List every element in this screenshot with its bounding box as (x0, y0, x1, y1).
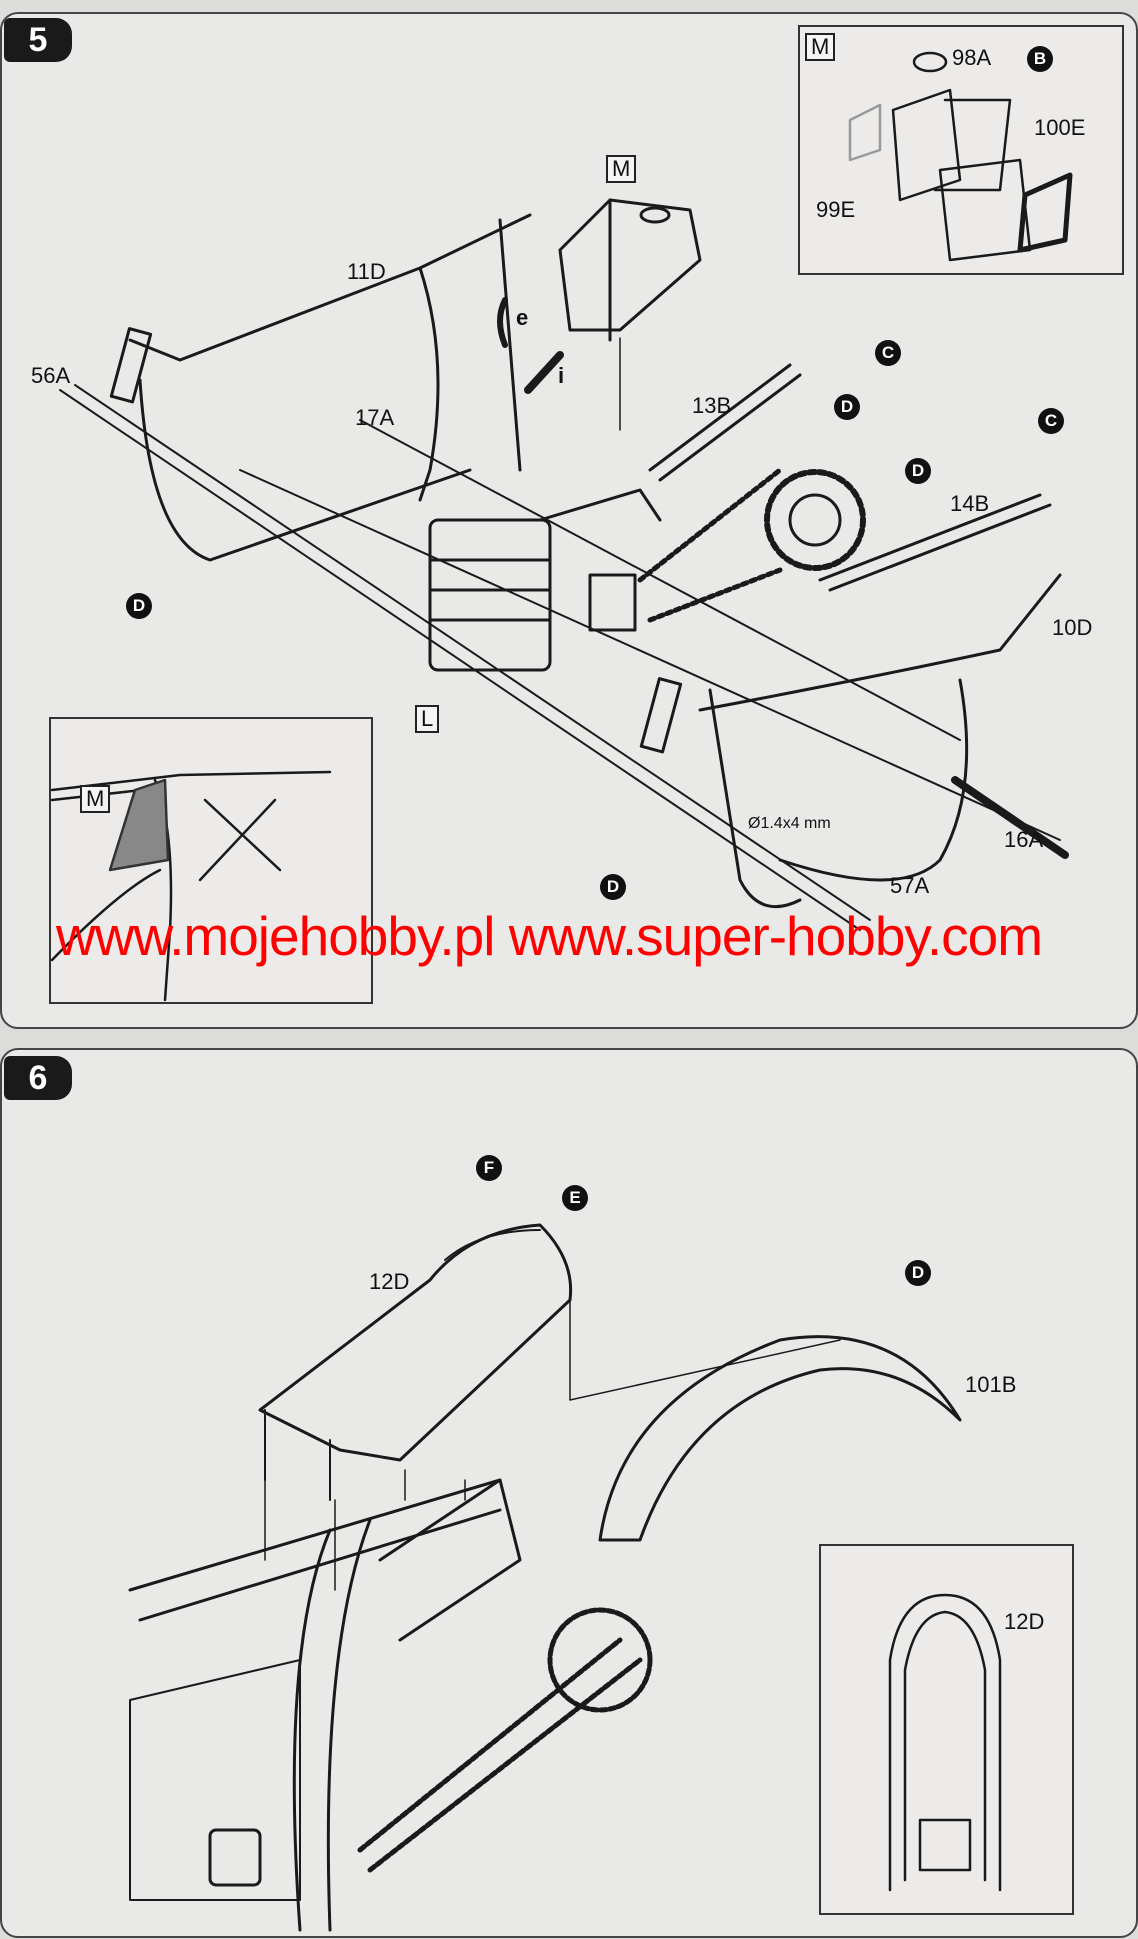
rod-56a-57a (59, 384, 1061, 931)
rear-frame-step6 (128, 1478, 653, 1932)
sprue-d-marker: D (834, 394, 860, 420)
part-label-98a: 98A (952, 45, 992, 70)
frame-left-11d (109, 213, 532, 562)
chain-sprocket (637, 467, 866, 623)
part-label-57a: 57A (890, 873, 930, 898)
part-label-13b: 13B (692, 393, 732, 418)
sprue-d-marker: D (905, 458, 931, 484)
part-label-i: i (558, 363, 565, 388)
seat-detail-inset (819, 1544, 1074, 1915)
marker-m: M (606, 155, 637, 183)
part-label-17a: 17A (355, 405, 395, 430)
step-6-badge: 6 (4, 1056, 72, 1100)
inset-marker-m: M (805, 33, 836, 61)
part-label-e: e (516, 305, 529, 330)
screw-size-label: Ø1.4x4 mm (748, 815, 831, 832)
sprue-e-marker: E (562, 1185, 588, 1211)
watermark-text: www.mojehobby.pl www.super-hobby.com (56, 905, 1043, 967)
sprue-c-marker: C (875, 340, 901, 366)
part-label-12d: 12D (369, 1269, 410, 1294)
part-label-56a: 56A (31, 363, 71, 388)
frame-right-10d (639, 573, 1062, 909)
frame-inset-marker-m: M (80, 785, 111, 813)
step-5-badge: 5 (4, 18, 72, 62)
part-label-99e: 99E (816, 197, 856, 222)
sprue-d-marker: D (905, 1260, 931, 1286)
part-label-101b: 101B (965, 1372, 1017, 1397)
seat-detail-drawing (888, 1593, 1002, 1892)
frame-detail-inset (49, 717, 373, 1004)
part-label-10d: 10D (1052, 615, 1093, 640)
axles-13b-14b (648, 363, 1069, 859)
sprue-b-marker: B (1027, 46, 1053, 72)
sprue-f-marker: F (476, 1155, 502, 1181)
oil-tank (497, 198, 702, 431)
seat-12d (258, 1223, 573, 1501)
assembly-arrows (264, 1289, 841, 1591)
part-label-100e: 100E (1034, 115, 1086, 140)
engine (428, 488, 662, 672)
part-label-11d: 11D (347, 259, 386, 284)
sprue-d-marker: D (600, 874, 626, 900)
sprue-c-marker: C (1038, 408, 1064, 434)
part-label-14b: 14B (950, 491, 990, 516)
sprue-d-marker: D (126, 593, 152, 619)
part-label-16a: 16A (1004, 827, 1044, 852)
inset-part-label-12d: 12D (1004, 1609, 1045, 1634)
tank-detail-inset (798, 25, 1124, 275)
tank-detail-drawing (848, 51, 1073, 262)
rear-fender-101b (598, 1335, 962, 1542)
marker-l: L (415, 705, 440, 733)
